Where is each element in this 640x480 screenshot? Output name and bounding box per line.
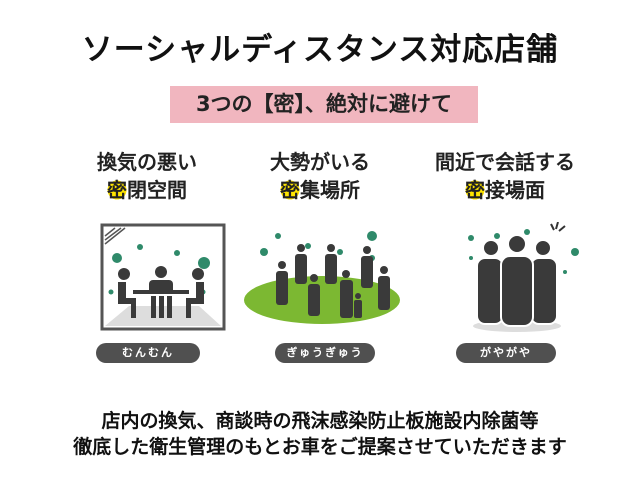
mitsu-highlight: 密	[107, 178, 127, 202]
crowd-icon	[244, 231, 400, 324]
heading-rest: 閉空間	[127, 178, 187, 202]
heading-line2: 密閉空間	[52, 176, 242, 204]
heading-line2: 密接場面	[410, 176, 600, 204]
close-talk-icon	[468, 222, 579, 332]
subtitle-banner: 3つの【密】、絶対に避けて	[170, 86, 478, 123]
heading-line1: 大勢がいる	[270, 150, 370, 174]
heading-rest: 接場面	[485, 178, 545, 202]
closed-room-icon	[100, 223, 226, 331]
footer-line1: 店内の換気、商談時の飛沫感染防止板施設内除菌等	[101, 410, 539, 432]
heading-line1: 間近で会話する	[435, 150, 575, 174]
column-crowded-place: 大勢がいる 密集場所	[225, 148, 415, 204]
column-close-contact: 間近で会話する 密接場面	[410, 148, 600, 204]
column-closed-space: 換気の悪い 密閉空間	[52, 148, 242, 204]
heading-line2: 密集場所	[225, 176, 415, 204]
heading-rest: 集場所	[300, 178, 360, 202]
page-title: ソーシャルディスタンス対応店舗	[81, 32, 559, 68]
footer-line2: 徹底した衛生管理のもとお車をご提案させていただきます	[73, 436, 567, 458]
badge-gyuugyuu: ぎゅうぎゅう	[275, 343, 375, 363]
badge-gayagaya: がやがや	[456, 343, 556, 363]
mitsu-highlight: 密	[280, 178, 300, 202]
badge-munmun: むんむん	[96, 343, 200, 363]
mitsu-highlight: 密	[465, 178, 485, 202]
heading-line1: 換気の悪い	[97, 150, 197, 174]
